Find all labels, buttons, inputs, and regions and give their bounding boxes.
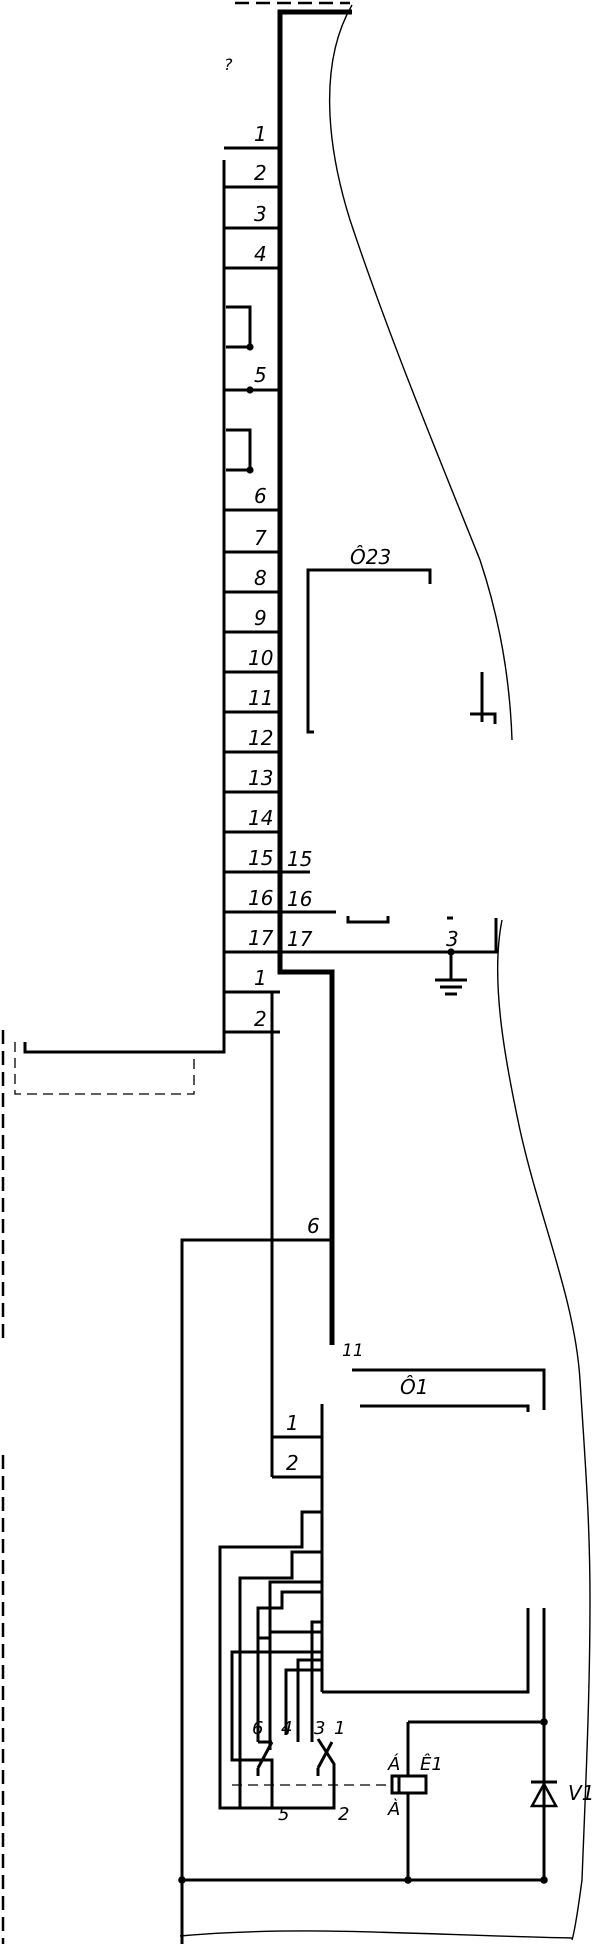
terminal-number-right: 16 [287, 887, 312, 911]
switch-contact [256, 1741, 274, 1769]
terminal-number: 11 [248, 686, 273, 710]
jumper-terminal-5 [226, 305, 252, 349]
switch-contact [316, 1741, 334, 1769]
relay-name-label: Ê1 [420, 1753, 443, 1775]
wire-6 [180, 1238, 332, 1944]
relay-coil [390, 1774, 428, 1795]
unit-t23-contact [470, 672, 497, 724]
unit-o1-outline-outer [352, 1368, 546, 1410]
unit-o1-outline-inner [360, 1404, 530, 1412]
terminal-number: 13 [248, 766, 273, 790]
switch-lower-leads [256, 1768, 336, 1808]
sheet-cut-edge-bottom-left [179, 1930, 573, 1939]
junction-dot [178, 1876, 186, 1884]
relay-pin-top-label: Á [387, 1753, 400, 1775]
harness-wire-5 [296, 1658, 322, 1742]
terminal-number: 6 [254, 484, 267, 508]
terminal-number: 5 [254, 363, 267, 387]
harness-wire-6 [284, 1668, 322, 1735]
harness-wire-1 [218, 1510, 336, 1810]
wire-6-label: 6 [307, 1214, 320, 1238]
main-trunk-line [277, 9, 352, 1345]
terminal-number: 3 [254, 202, 267, 226]
diode-label: V1 [568, 1781, 594, 1805]
sheet-cut-edge-bottom [496, 919, 591, 1941]
terminal-number-right: 17 [287, 927, 313, 951]
terminal-number-right: 15 [287, 847, 312, 871]
terminal-number: 12 [248, 726, 273, 750]
unit-t23-outline [306, 568, 432, 734]
question-mark-label: ? [224, 55, 233, 74]
terminal-number: 17 [248, 926, 274, 950]
terminal-number: 7 [254, 526, 267, 550]
junction-dot [246, 343, 254, 351]
jumper-terminal-6 [226, 428, 252, 472]
external-unit-dashed [14, 1042, 195, 1095]
switch-pin-label: 6 [252, 1718, 263, 1739]
label-11: 11 [342, 1341, 364, 1361]
wire-terminal-17-ground [280, 918, 498, 954]
junction-dot [540, 1876, 548, 1884]
terminal-number: 16 [248, 886, 273, 910]
switch-pin-label: 3 [314, 1718, 325, 1739]
junction-dot [404, 1876, 412, 1884]
terminal-number: 1 [286, 1411, 299, 1435]
terminal-number: 2 [254, 161, 267, 185]
terminal-number: 4 [254, 242, 267, 266]
switch-pin-label: 1 [334, 1718, 345, 1739]
terminal-number: 1 [254, 122, 267, 146]
junction-dot [246, 386, 254, 394]
terminal-block-c: 1 2 [272, 1404, 324, 1692]
ground-number-label: 3 [446, 927, 459, 951]
terminal-number: 10 [248, 646, 273, 670]
terminal-block-b-rail [23, 952, 226, 1054]
terminal-number: 2 [254, 1007, 267, 1031]
harness-wire-8 [258, 1580, 322, 1750]
switch-pin-label: 4 [281, 1718, 292, 1739]
unit-o1-label: Ô1 [400, 1375, 428, 1399]
relay-pin-bottom-label: À [387, 1798, 400, 1820]
switch-pin-label: 5 [278, 1804, 289, 1825]
terminal-number: 15 [248, 846, 273, 870]
contact-fragment [346, 916, 390, 924]
harness-wire-2 [238, 1550, 322, 1808]
switch-pin-label: 2 [338, 1804, 349, 1825]
terminal-block-b: 1 2 [23, 952, 280, 1054]
unit-t23-label: Ô23 [350, 545, 391, 569]
diode-triangle [529, 1781, 559, 1808]
terminal-number: 8 [254, 566, 267, 590]
terminal-number: 14 [248, 806, 273, 830]
harness-wire-9 [310, 1620, 322, 1742]
junction-dot [540, 1718, 548, 1726]
junction-dot [246, 466, 254, 474]
positive-bus [322, 1608, 530, 1694]
terminal-number: 1 [254, 966, 267, 990]
harness-wire-7 [230, 1650, 322, 1808]
terminal-number: 2 [286, 1451, 299, 1475]
negative-bus [182, 1608, 546, 1882]
terminal-number: 9 [254, 606, 267, 630]
sheet-cut-edge-top [328, 4, 513, 741]
